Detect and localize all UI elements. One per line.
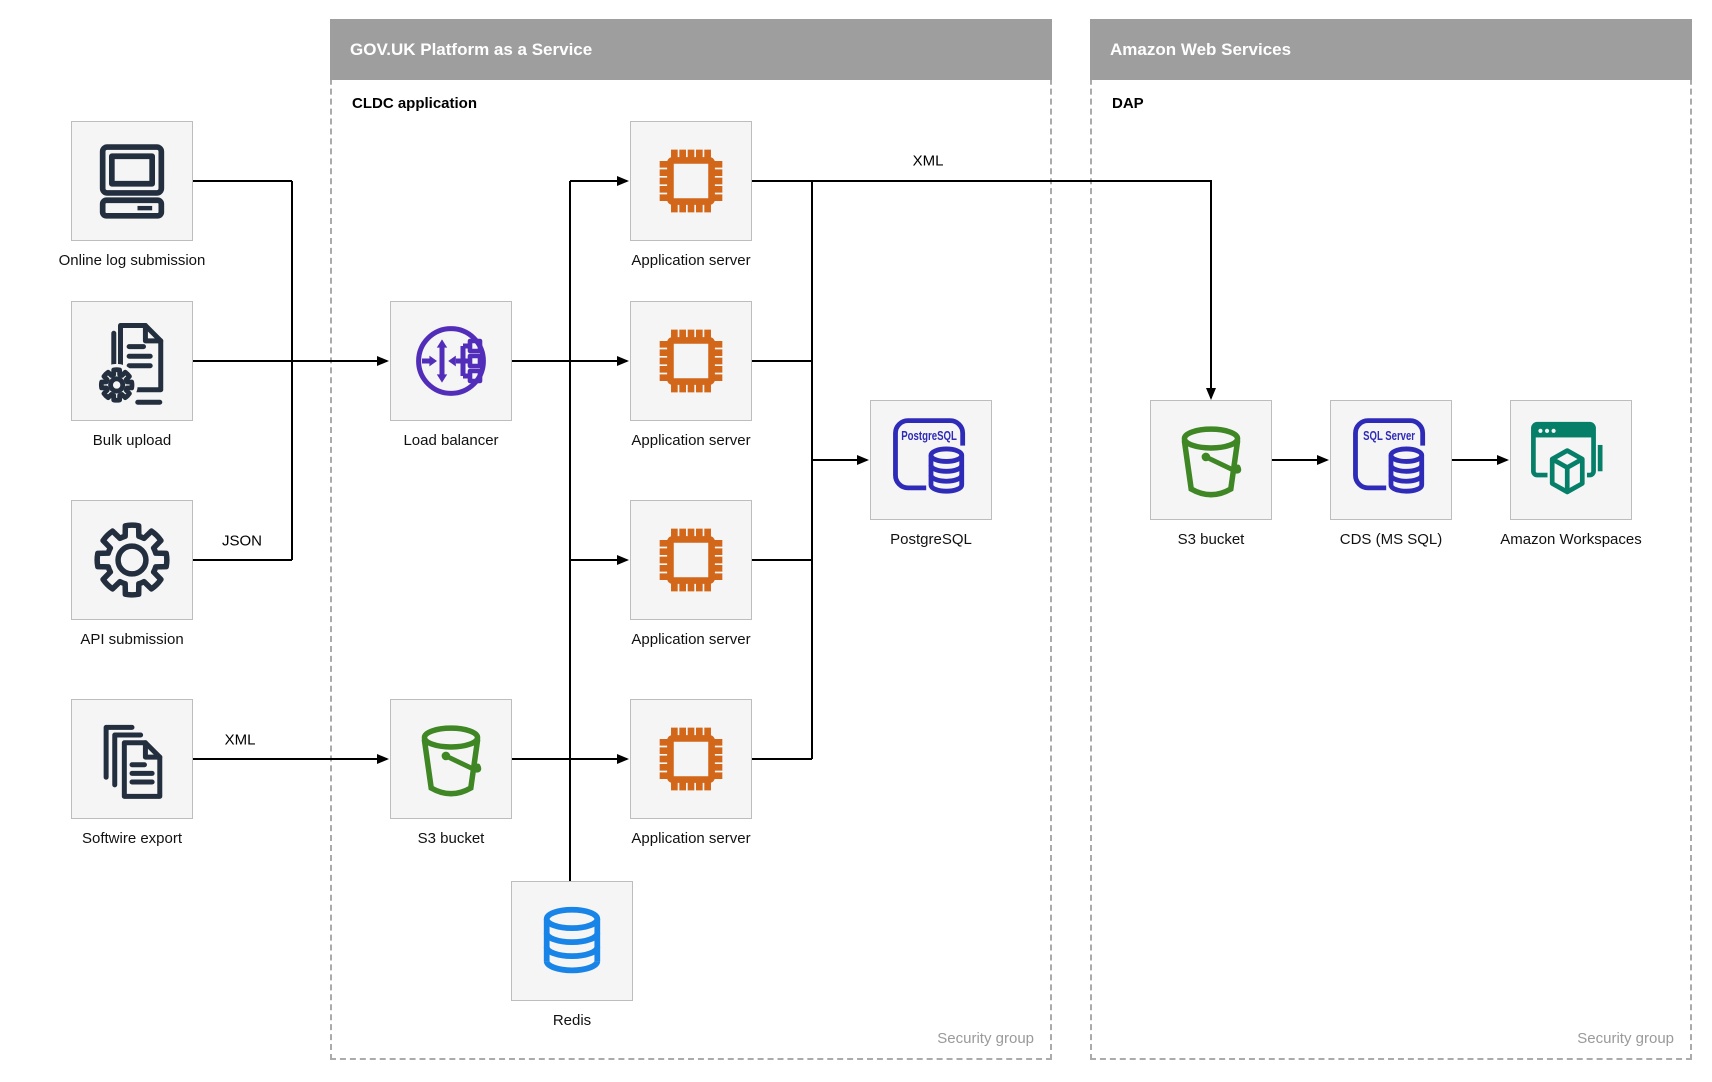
node-label: Softwire export	[81, 830, 183, 847]
node-online-log-submission: Online log submission	[59, 121, 205, 269]
gear-icon	[88, 516, 176, 604]
paas-header: GOV.UK Platform as a Service	[330, 19, 1052, 80]
document-gear-icon	[95, 323, 164, 407]
bucket-icon	[1181, 426, 1242, 498]
aws-footer: Security group	[1577, 1030, 1674, 1047]
node-label: Application server	[631, 631, 751, 648]
edge-label-xml-app: XML	[912, 152, 944, 170]
paas-sublabel: CLDC application	[352, 95, 478, 112]
paas-security-group: GOV.UK Platform as a Service CLDC applic…	[330, 19, 1052, 1060]
node-postgresql: PostgreSQL PostgreSQL	[870, 400, 992, 548]
node-amazon-workspaces: Amazon Workspaces	[1500, 400, 1642, 548]
node-application-server-1: Application server	[630, 121, 752, 269]
node-label: Load balancer	[403, 432, 499, 449]
chip-icon	[659, 528, 723, 592]
aws-sublabel: DAP	[1112, 95, 1144, 112]
node-label: Application server	[631, 830, 751, 847]
node-label: Application server	[631, 252, 751, 269]
node-load-balancer: Load balancer	[390, 301, 512, 449]
node-label: Application server	[631, 432, 751, 449]
node-label: Redis	[552, 1012, 592, 1029]
paas-title: GOV.UK Platform as a Service	[350, 39, 593, 59]
node-label: CDS (MS SQL)	[1339, 531, 1443, 548]
node-application-server-4: Application server	[630, 699, 752, 847]
postgresql-card-icon: PostgreSQL	[893, 418, 969, 502]
aws-security-group: Amazon Web Services DAP Security group	[1090, 19, 1692, 1060]
chip-icon	[659, 727, 723, 791]
node-label: PostgreSQL	[890, 531, 972, 548]
node-application-server-2: Application server	[630, 301, 752, 449]
node-label: S3 bucket	[417, 830, 485, 847]
bucket-icon	[421, 725, 482, 797]
node-softwire-export: Softwire export	[71, 699, 193, 847]
edge-sources-junction	[192, 180, 293, 561]
node-redis: Redis	[511, 881, 633, 1029]
node-label: S3 bucket	[1177, 531, 1245, 548]
node-s3-bucket-paas: S3 bucket	[390, 699, 512, 847]
chip-icon	[659, 149, 723, 213]
sqlserver-icon-text: SQL Server	[1363, 428, 1415, 443]
node-application-server-3: Application server	[630, 500, 752, 648]
aws-title: Amazon Web Services	[1110, 39, 1292, 59]
aws-header: Amazon Web Services	[1090, 19, 1692, 80]
edge-label-xml-softwire: XML	[224, 731, 256, 749]
document-stack-icon	[103, 724, 163, 799]
workspaces-window-icon	[1531, 421, 1603, 498]
node-cds-mssql: SQL Server CDS (MS SQL)	[1330, 400, 1452, 548]
node-s3-bucket-aws: S3 bucket	[1150, 400, 1272, 548]
edge-label-json: JSON	[221, 532, 263, 550]
node-label: Amazon Workspaces	[1500, 531, 1642, 548]
database-cylinder-icon	[543, 906, 601, 974]
node-bulk-upload: Bulk upload	[71, 301, 193, 449]
sqlserver-card-icon: SQL Server	[1353, 418, 1429, 502]
node-label: Bulk upload	[92, 432, 172, 449]
postgresql-icon-text: PostgreSQL	[901, 428, 957, 443]
load-balancer-icon	[416, 326, 486, 396]
node-label: API submission	[80, 631, 184, 648]
edge-app1-xml-to-aws	[752, 180, 1216, 400]
node-label: Online log submission	[58, 252, 206, 269]
desktop-computer-icon	[99, 144, 165, 219]
paas-footer: Security group	[937, 1030, 1034, 1047]
node-api-submission: API submission	[71, 500, 193, 648]
chip-icon	[659, 329, 723, 393]
